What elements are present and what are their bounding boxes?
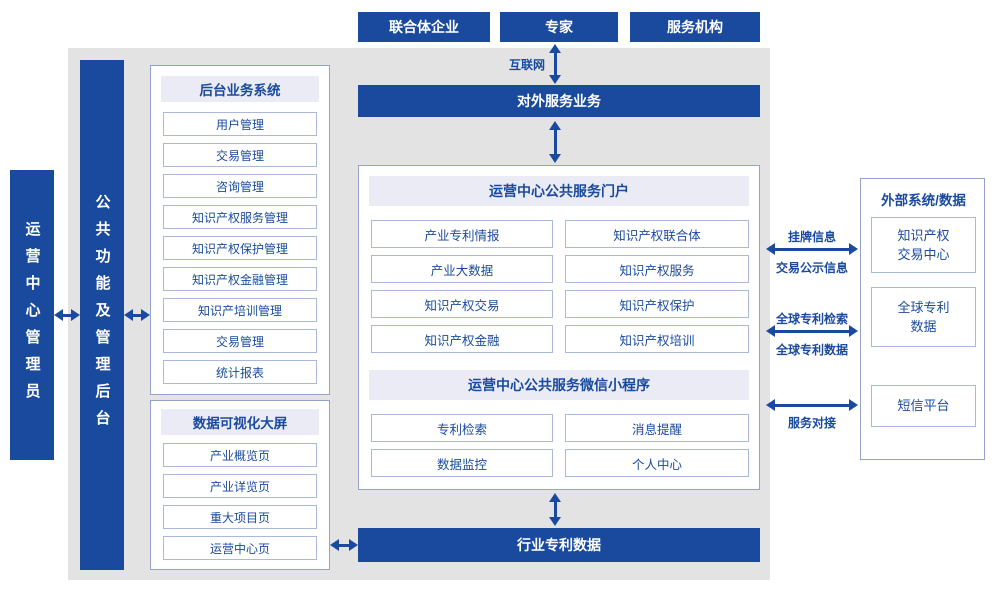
arrow-line (553, 51, 557, 77)
external-systems-title: 外部系统/数据 (881, 193, 966, 208)
arrow-line (61, 313, 73, 317)
global-patent-search-label: 全球专利检索 (775, 312, 848, 326)
actor-service-org-box: 服务机构 (630, 12, 760, 42)
admin-box-label: 运营中心管理员 (23, 220, 41, 410)
arrow-line (773, 329, 851, 333)
external-system-box: 短信平台 (871, 385, 976, 427)
portal-item: 知识产权服务 (565, 255, 749, 283)
global-patent-data-label: 全球专利数据 (775, 343, 848, 357)
arrow-line (773, 403, 851, 407)
backend-bar: 公共功能及管理后台 (80, 60, 124, 570)
miniprogram-item: 消息提醒 (565, 414, 749, 442)
backend-item: 交易管理 (163, 143, 317, 167)
arrow-line (553, 500, 557, 519)
double-arrow-service-connect-icon (766, 399, 858, 411)
miniprogram-title: 运营中心公共服务微信小程序 (369, 370, 749, 400)
actor-expert-box: 专家 (500, 12, 618, 42)
portal-item: 知识产权保护 (565, 290, 749, 318)
admin-box: 运营中心管理员 (10, 170, 54, 460)
external-system-box: 全球专利 数据 (871, 287, 976, 347)
arrow-line (337, 543, 351, 547)
data-viz-title: 数据可视化大屏 (161, 409, 319, 435)
double-arrow-internet-icon (549, 44, 561, 84)
service-connect-label: 服务对接 (787, 416, 836, 430)
data-viz-item: 运营中心页 (163, 536, 317, 560)
backend-item: 知识产权服务管理 (163, 205, 317, 229)
backend-item: 交易管理 (163, 329, 317, 353)
portal-item: 知识产权交易 (371, 290, 553, 318)
industry-patent-bar: 行业专利数据 (358, 528, 760, 562)
external-systems-panel: 外部系统/数据 知识产权 交易中心 全球专利 数据 短信平台 (860, 178, 985, 460)
portal-panel: 运营中心公共服务门户 产业专利情报 知识产权联合体 产业大数据 知识产权服务 知… (358, 165, 760, 490)
miniprogram-item: 个人中心 (565, 449, 749, 477)
double-arrow-viz-industry-icon (330, 539, 358, 551)
data-viz-panel: 数据可视化大屏 产业概览页 产业详览页 重大项目页 运营中心页 (150, 400, 330, 570)
backend-system-panel: 后台业务系统 用户管理 交易管理 咨询管理 知识产权服务管理 知识产权保护管理 … (150, 65, 330, 395)
double-arrow-admin-backend-icon (54, 309, 80, 321)
portal-title: 运营中心公共服务门户 (369, 176, 749, 206)
backend-item: 用户管理 (163, 112, 317, 136)
listing-info-label: 挂牌信息 (787, 230, 836, 244)
portal-item: 知识产权金融 (371, 325, 553, 353)
double-arrow-bar-panel-icon (124, 309, 150, 321)
portal-item: 产业大数据 (371, 255, 553, 283)
miniprogram-item: 数据监控 (371, 449, 553, 477)
double-arrow-service-portal-icon (549, 121, 561, 163)
portal-item: 产业专利情报 (371, 220, 553, 248)
backend-item: 知识产培训管理 (163, 298, 317, 322)
backend-item: 统计报表 (163, 360, 317, 384)
miniprogram-item: 专利检索 (371, 414, 553, 442)
external-system-box: 知识产权 交易中心 (871, 217, 976, 273)
trade-publicity-label: 交易公示信息 (775, 261, 848, 275)
double-arrow-portal-industry-icon (549, 493, 561, 526)
portal-item: 知识产权联合体 (565, 220, 749, 248)
external-service-bar: 对外服务业务 (358, 85, 760, 117)
portal-item: 知识产权培训 (565, 325, 749, 353)
backend-system-title: 后台业务系统 (161, 76, 319, 102)
arrow-line (773, 247, 851, 251)
backend-item: 咨询管理 (163, 174, 317, 198)
data-viz-item: 产业详览页 (163, 474, 317, 498)
backend-item: 知识产权保护管理 (163, 236, 317, 260)
backend-bar-label: 公共功能及管理后台 (93, 193, 111, 437)
internet-label: 互联网 (508, 58, 545, 72)
actor-consortium-box: 联合体企业 (358, 12, 490, 42)
double-arrow-global-patent-icon (766, 325, 858, 337)
arrow-line (131, 313, 143, 317)
double-arrow-listing-icon (766, 243, 858, 255)
backend-item: 知识产权金融管理 (163, 267, 317, 291)
arrow-line (553, 128, 557, 156)
data-viz-item: 重大项目页 (163, 505, 317, 529)
data-viz-item: 产业概览页 (163, 443, 317, 467)
